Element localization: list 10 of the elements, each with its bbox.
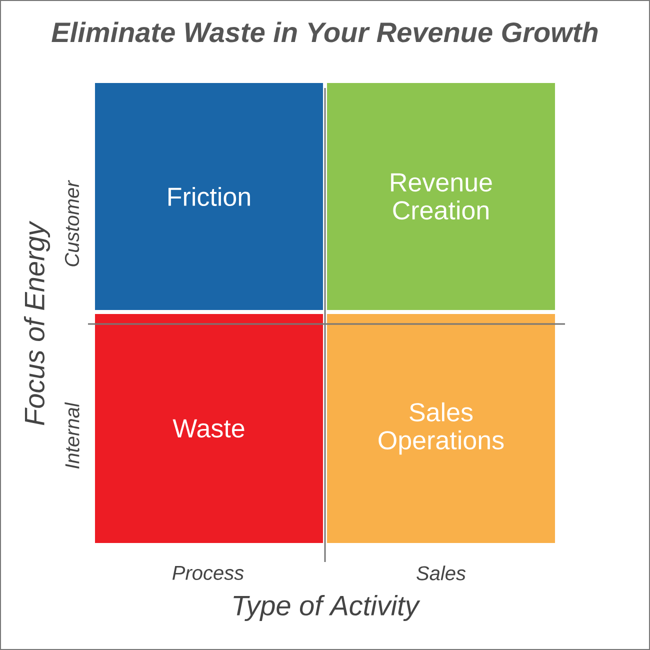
axis-category-label: Customer [64, 180, 80, 266]
quadrant-box: Waste [95, 314, 323, 543]
title: Eliminate Waste in Your Revenue Growth [52, 22, 598, 42]
axis-title: Focus of Energy [24, 220, 50, 426]
quadrant-box: Friction [95, 83, 323, 310]
axis-title: Type of Activity [234, 594, 420, 622]
quadrant-box: Revenue Creation [327, 83, 555, 310]
axis-category-label: Process [172, 566, 244, 580]
quadrant-box: Sales Operations [327, 314, 555, 543]
axis-category-label: Sales [416, 566, 466, 580]
